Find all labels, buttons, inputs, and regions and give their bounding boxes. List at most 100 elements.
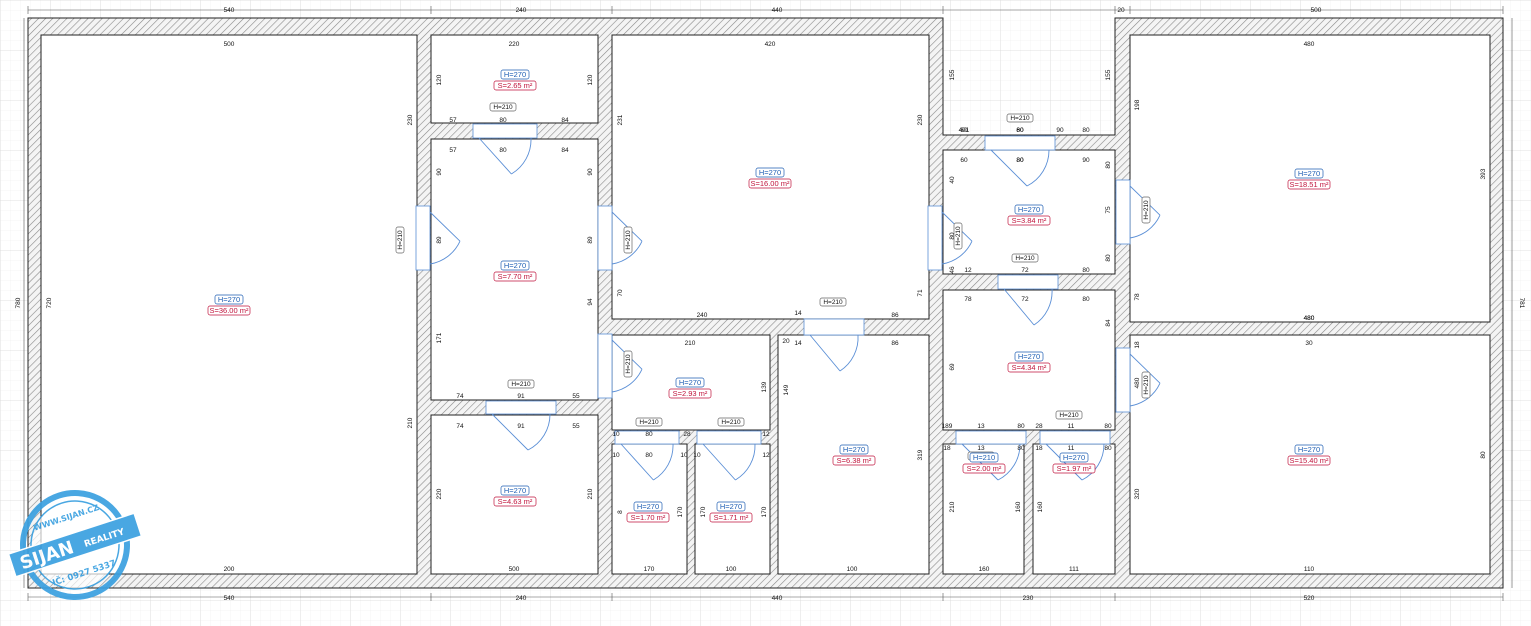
inner-dimension: 80 bbox=[1082, 267, 1090, 274]
height-label-box bbox=[969, 452, 999, 463]
height-label-box bbox=[500, 260, 530, 271]
inner-dimension: 80 bbox=[1104, 423, 1112, 430]
room-area: S=1.97 m² bbox=[1057, 464, 1092, 473]
inner-dimension: 72 bbox=[1021, 296, 1029, 303]
room-area: S=6.38 m² bbox=[837, 456, 872, 465]
inner-dimension: 720 bbox=[46, 297, 53, 308]
door-opening bbox=[415, 205, 431, 271]
inner-dimension: 46 bbox=[949, 266, 956, 274]
door-swing bbox=[702, 443, 756, 481]
inner-dimension: 320 bbox=[1134, 488, 1141, 499]
door-3: H=210 bbox=[597, 205, 643, 271]
door-label-box bbox=[953, 222, 963, 250]
inner-dimension: 78 bbox=[1134, 293, 1141, 301]
door-height: H=210 bbox=[1059, 412, 1079, 419]
area-label-box bbox=[626, 512, 670, 523]
inner-dimension: 149 bbox=[783, 384, 790, 395]
inner-dimension: 230 bbox=[917, 114, 924, 125]
door-opening bbox=[1039, 430, 1111, 445]
door-opening bbox=[997, 274, 1059, 290]
room-15 bbox=[1129, 334, 1491, 575]
inner-dimension: 57 bbox=[449, 147, 457, 154]
door-11: H=210 bbox=[1115, 179, 1161, 245]
inner-dimension: 86 bbox=[891, 340, 899, 347]
inner-dimension: 10 bbox=[680, 452, 688, 459]
room-height: H=270 bbox=[843, 445, 865, 454]
inner-dimension: 198 bbox=[1134, 99, 1141, 110]
inner-dimension: 84 bbox=[561, 147, 569, 154]
door-label-box bbox=[717, 417, 745, 427]
room-14 bbox=[1129, 34, 1491, 323]
inner-dimension: 8 bbox=[617, 510, 624, 514]
door-opening bbox=[597, 333, 613, 399]
door-height: H=210 bbox=[397, 230, 404, 250]
inner-dimension: 210 bbox=[587, 488, 594, 499]
inner-dimension: 80 bbox=[949, 232, 956, 240]
room-area: S=1.70 m² bbox=[631, 513, 666, 522]
inner-dimension: 84 bbox=[1105, 319, 1112, 327]
top-dimension: 240 bbox=[516, 7, 527, 14]
area-label-box bbox=[493, 80, 537, 91]
door-swing bbox=[809, 334, 859, 372]
exterior-outline bbox=[27, 17, 1504, 589]
inner-dimension: 120 bbox=[436, 74, 443, 85]
inner-dimension: 60 bbox=[960, 127, 968, 134]
inner-dimension: 500 bbox=[509, 566, 520, 573]
inner-dimension: 120 bbox=[587, 74, 594, 85]
room-area: S=1.71 m² bbox=[714, 513, 749, 522]
inner-dimension: 80 bbox=[499, 147, 507, 154]
inner-dimension: 40 bbox=[949, 176, 956, 184]
inner-dimension: 12 bbox=[762, 452, 770, 459]
door-15: H=210 bbox=[1039, 410, 1111, 481]
inner-dimension: 55 bbox=[572, 423, 580, 430]
inner-dimension: 28 bbox=[1035, 423, 1043, 430]
area-label-box bbox=[1287, 455, 1331, 466]
inner-dimension: 80 bbox=[1104, 445, 1112, 452]
door-4: H=210 bbox=[803, 297, 865, 372]
inner-dimension: 80 bbox=[645, 452, 653, 459]
inner-dimension: 86 bbox=[891, 312, 899, 319]
door-6: H=210 bbox=[485, 379, 557, 451]
room-area: S=18.51 m² bbox=[1290, 180, 1329, 189]
door-height: H=210 bbox=[511, 381, 531, 388]
door-label-box bbox=[1055, 410, 1083, 420]
door-height: H=210 bbox=[721, 419, 741, 426]
room-area: S=2.93 m² bbox=[673, 389, 708, 398]
inner-dimension: 220 bbox=[436, 488, 443, 499]
inner-dimension: 18 bbox=[1035, 445, 1043, 452]
height-label-box bbox=[1059, 452, 1089, 463]
top-dimension: 500 bbox=[1311, 7, 1322, 14]
inner-dimension: 160 bbox=[1037, 501, 1044, 512]
inner-dimension: 480 bbox=[1304, 315, 1315, 322]
inner-dimension: 80 bbox=[1082, 127, 1090, 134]
door-label-box bbox=[1011, 253, 1039, 263]
door-opening bbox=[485, 400, 557, 415]
height-label-box bbox=[1294, 444, 1324, 455]
inner-dimension: 74 bbox=[456, 393, 464, 400]
room-area: S=15.40 m² bbox=[1290, 456, 1329, 465]
area-label-box bbox=[1287, 179, 1331, 190]
inner-dimension: 100 bbox=[726, 566, 737, 573]
inner-dimension: 170 bbox=[761, 506, 768, 517]
door-swing bbox=[620, 443, 674, 481]
room-area: S=36.00 m² bbox=[210, 306, 249, 315]
inner-dimension: 80 bbox=[1017, 423, 1025, 430]
door-10: H=210 bbox=[984, 113, 1056, 187]
inner-dimension: 80 bbox=[1105, 161, 1112, 169]
inner-dimension: 60 bbox=[1016, 127, 1024, 134]
door-height: H=210 bbox=[1143, 375, 1150, 395]
door-13: H=210 bbox=[1115, 347, 1161, 413]
door-12: H=210 bbox=[997, 253, 1059, 326]
door-label-box bbox=[623, 350, 633, 378]
inner-dimension: 75 bbox=[1105, 206, 1112, 214]
